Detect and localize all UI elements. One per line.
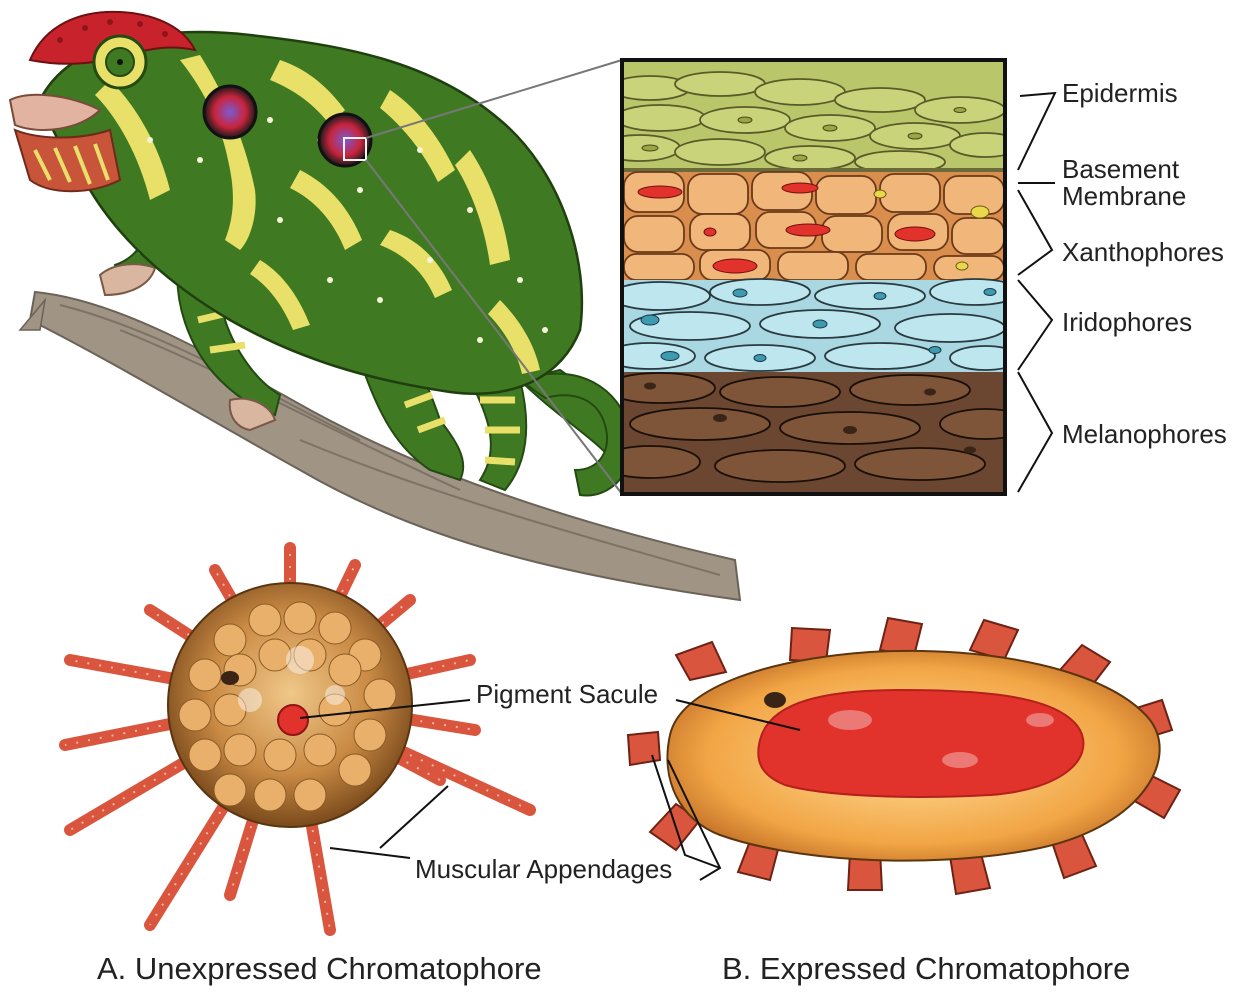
layer-brackets (1018, 93, 1055, 492)
chromatophore-expressed (628, 618, 1180, 894)
label-epidermis: Epidermis (1062, 80, 1178, 106)
caption-unexpressed-chromatophore: A. Unexpressed Chromatophore (97, 953, 542, 985)
label-xanthophores: Xanthophores (1062, 239, 1224, 265)
label-muscular-appendages: Muscular Appendages (413, 856, 674, 882)
skin-cross-section (600, 60, 1030, 494)
caption-expressed-chromatophore: B. Expressed Chromatophore (722, 953, 1130, 985)
label-melanophores: Melanophores (1062, 421, 1227, 447)
label-pigment-sacule: Pigment Sacule (474, 681, 660, 707)
label-basement-membrane-line1: Basement (1062, 156, 1179, 182)
label-basement-membrane-line2: Membrane (1062, 183, 1186, 209)
label-iridophores: Iridophores (1062, 309, 1192, 335)
